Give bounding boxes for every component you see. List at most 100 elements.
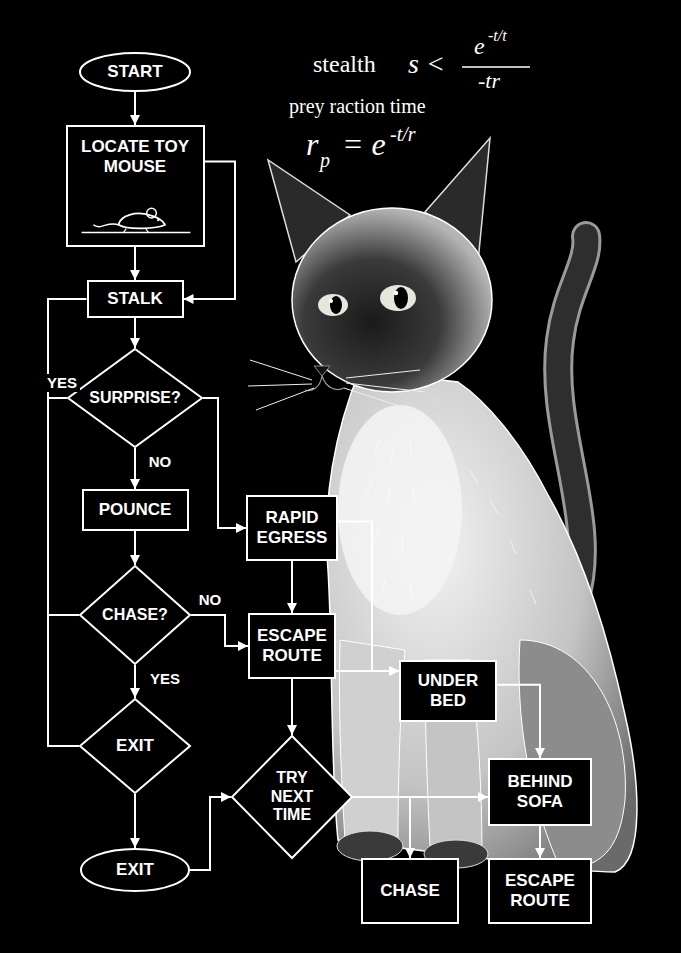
connector (191, 615, 248, 651)
formula-text: -t/t (488, 28, 507, 44)
terminal-oval: START (79, 52, 191, 92)
decision-diamond: EXIT (79, 698, 191, 794)
connector (287, 561, 297, 613)
connector (338, 521, 399, 676)
decision-diamond: SURPRISE? (67, 348, 203, 448)
process-box: STALK (87, 280, 184, 318)
connector (130, 448, 140, 489)
node-text: POUNCE (91, 500, 180, 520)
edge-label: YES (44, 374, 80, 391)
process-box: RAPID EGRESS (246, 495, 338, 561)
node-text: STALK (96, 289, 175, 309)
process-box: UNDER BED (399, 660, 497, 722)
arrowhead (287, 725, 297, 735)
node-text: CHASE (370, 881, 450, 901)
terminal-oval: EXIT (80, 848, 190, 892)
connector (48, 398, 79, 746)
arrowhead (130, 338, 140, 348)
connector (130, 247, 140, 280)
process-box: POUNCE (82, 489, 189, 531)
connector (190, 792, 231, 870)
connector (130, 318, 140, 348)
arrowhead (535, 848, 545, 858)
process-box: ESCAPE ROUTE (488, 858, 592, 924)
arrowhead (535, 748, 545, 758)
connector (130, 794, 140, 848)
connector-line (48, 398, 79, 746)
edge-label: NO (196, 591, 225, 608)
formula-text: = e (342, 128, 386, 160)
node-text: TRY NEXT TIME (262, 769, 323, 824)
formula-text: r (306, 128, 318, 160)
connector (497, 685, 545, 758)
arrowhead (221, 792, 231, 802)
formula-text: prey raction time (289, 96, 426, 116)
node-text: EXIT (101, 736, 168, 756)
formula-text: p (320, 150, 330, 170)
connector (535, 826, 545, 858)
arrowhead (389, 666, 399, 676)
arrowhead (405, 848, 415, 858)
formula-text: -tr (478, 70, 500, 92)
connector (130, 531, 140, 565)
mouse-icon (68, 195, 203, 239)
formula-text: stealth (313, 52, 376, 76)
connector-line (203, 398, 246, 528)
node-text: ESCAPE ROUTE (257, 626, 327, 665)
node-text: LOCATE TOY MOUSE (75, 137, 196, 176)
terminal-oval-shape (81, 849, 189, 891)
decision-diamond: CHASE? (79, 565, 191, 665)
decision-diamond-shape (68, 349, 202, 447)
arrowhead (478, 792, 488, 802)
connector-line (353, 797, 410, 858)
connector-line (497, 685, 540, 758)
connector (287, 679, 297, 735)
arrowhead (130, 115, 140, 125)
decision-diamond-shape (80, 699, 190, 793)
decision-diamond: TRY NEXT TIME (231, 735, 353, 859)
edge-label: NO (146, 453, 175, 470)
arrowhead (236, 523, 246, 533)
connector (48, 615, 79, 746)
node-text: CHASE? (96, 606, 174, 624)
arrowhead (130, 838, 140, 848)
process-box: CHASE (361, 858, 459, 924)
node-text: UNDER BED (408, 671, 488, 710)
decision-diamond-shape (232, 736, 352, 858)
formula-text: e (474, 34, 485, 58)
terminal-oval-shape (80, 53, 190, 91)
cat-head (248, 138, 492, 412)
connector-line (48, 615, 79, 746)
edge-label: YES (147, 670, 183, 687)
fraction-bar (462, 66, 530, 68)
node-text: ESCAPE ROUTE (497, 871, 583, 910)
connector (203, 398, 246, 533)
arrowhead (184, 294, 194, 304)
process-box: LOCATE TOY MOUSE (66, 125, 205, 247)
node-text: EXIT (91, 860, 179, 880)
arrowhead (389, 666, 399, 676)
formula-text: -t/r (390, 124, 416, 144)
node-text: BEHIND SOFA (497, 772, 583, 811)
connector (336, 666, 399, 676)
process-box: ESCAPE ROUTE (248, 613, 336, 679)
connector-line (338, 521, 399, 671)
node-text: START (90, 62, 180, 82)
node-text: RAPID EGRESS (255, 508, 329, 547)
process-box: BEHIND SOFA (488, 758, 592, 826)
arrowhead (130, 688, 140, 698)
arrowhead (238, 641, 248, 651)
connector (353, 797, 415, 858)
decision-diamond-shape (80, 566, 190, 664)
connector-line (191, 615, 248, 646)
connector (130, 92, 140, 125)
connector-line (190, 797, 231, 870)
arrowhead (130, 555, 140, 565)
node-text: SURPRISE? (86, 389, 184, 407)
formula-text: s < (408, 50, 445, 78)
arrowhead (287, 603, 297, 613)
cat-body (327, 370, 637, 872)
arrowhead (130, 479, 140, 489)
arrowhead (130, 270, 140, 280)
connector (130, 665, 140, 698)
